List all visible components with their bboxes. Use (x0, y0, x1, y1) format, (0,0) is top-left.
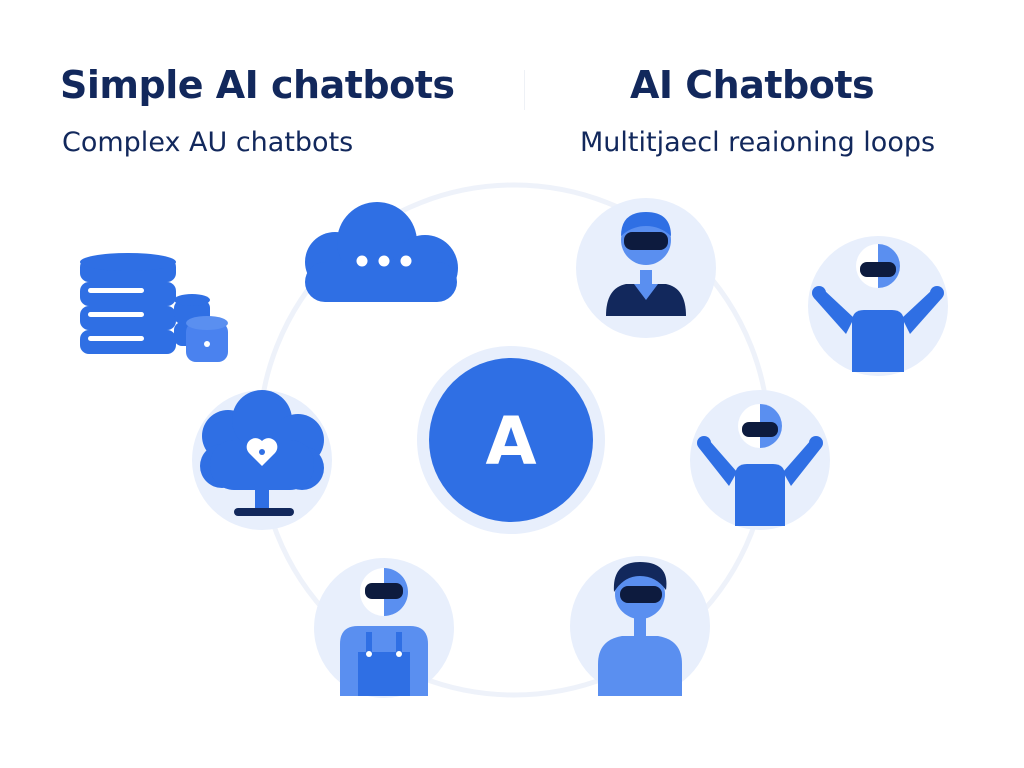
agent-arms-raised-icon (808, 236, 948, 376)
right-subtitle: Multitjaecl reaioning loops (580, 127, 936, 158)
agent-vr-headset-icon (570, 556, 710, 696)
center-ai-node: A (417, 346, 605, 534)
agent-overalls-icon (314, 558, 454, 698)
agent-vr-headset-icon (576, 198, 716, 338)
left-title: Simple AI chatbots (60, 63, 455, 107)
left-subtitle: Complex AU chatbots (62, 127, 354, 158)
database-stack-icon (80, 253, 228, 362)
agent-arms-raised-icon (690, 390, 830, 530)
heart-tree-icon (192, 390, 332, 530)
center-node-label: A (485, 403, 536, 480)
right-title: AI Chatbots (630, 63, 875, 107)
header-divider (524, 70, 525, 110)
cloud-chat-icon (305, 202, 458, 302)
